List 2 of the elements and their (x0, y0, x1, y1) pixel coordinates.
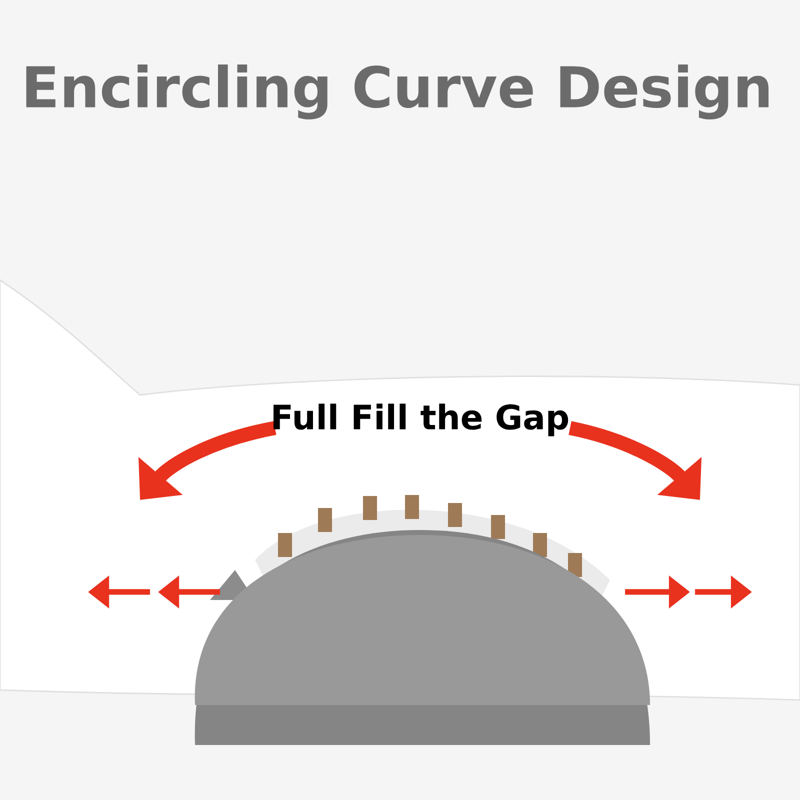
title: Encircling Curve Design (26, 64, 769, 120)
heading-label: Full Fill the Gap (274, 404, 568, 436)
